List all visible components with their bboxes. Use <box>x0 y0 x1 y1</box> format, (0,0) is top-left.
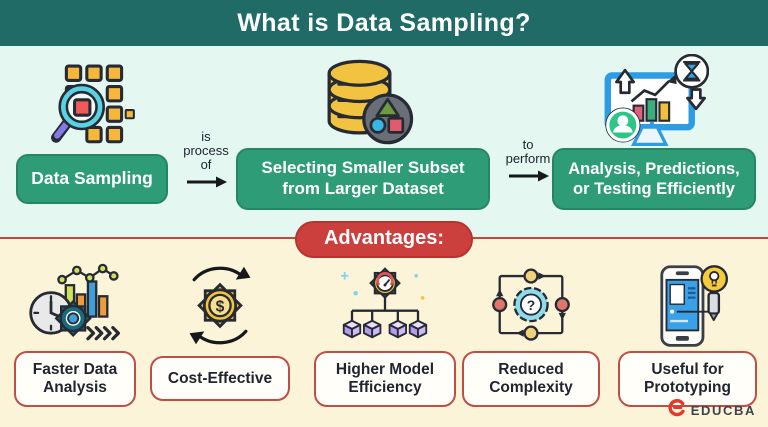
educba-e-mark-icon <box>668 398 687 422</box>
header-banner: What is Data Sampling? <box>0 0 768 46</box>
magnifier-grid-icon <box>50 64 140 155</box>
dollar-gear-cycle-icon: $ <box>172 263 268 353</box>
connector-label: is process of <box>183 129 229 173</box>
connector-label: to perform <box>505 137 551 167</box>
flow-node-analysis: Analysis, Predictions, or Testing Effici… <box>552 148 756 210</box>
network-question-icon: ? <box>485 263 577 353</box>
flow-node-data-sampling: Data Sampling <box>16 154 168 204</box>
database-shapes-icon <box>316 56 416 152</box>
brand-name: EDUCBA <box>690 402 756 418</box>
advantages-badge: Advantages: <box>294 221 474 258</box>
flow-connector-2: to perform <box>496 137 560 187</box>
right-arrow-icon <box>507 169 549 187</box>
monitor-chart-icon <box>597 53 710 158</box>
svg-text:$: $ <box>216 299 225 316</box>
advantage-label-useful-for-prototyping: Useful for Prototyping <box>618 351 757 407</box>
right-arrow-icon <box>185 175 227 193</box>
advantage-label-reduced-complexity: Reduced Complexity <box>462 351 600 407</box>
svg-text:?: ? <box>527 298 535 313</box>
clock-gear-chart-icon <box>27 263 123 353</box>
flow-node-smaller-subset: Selecting Smaller Subset from Larger Dat… <box>236 148 490 210</box>
flow-section: Data Sampling Selecting Smaller Subset f… <box>0 46 768 237</box>
gauge-gear-cubes-icon <box>335 263 435 356</box>
flow-connector-1: is process of <box>174 129 238 193</box>
advantage-label-cost-effective: Cost-Effective <box>150 356 290 401</box>
advantage-label-higher-model-efficiency: Higher Model Efficiency <box>314 351 456 407</box>
phone-bulb-icon <box>640 263 736 356</box>
page-title: What is Data Sampling? <box>237 8 531 37</box>
educba-logo: EDUCBA <box>668 398 756 422</box>
advantages-section: $ <box>0 239 768 427</box>
advantage-label-faster-data-analysis: Faster Data Analysis <box>14 351 136 407</box>
